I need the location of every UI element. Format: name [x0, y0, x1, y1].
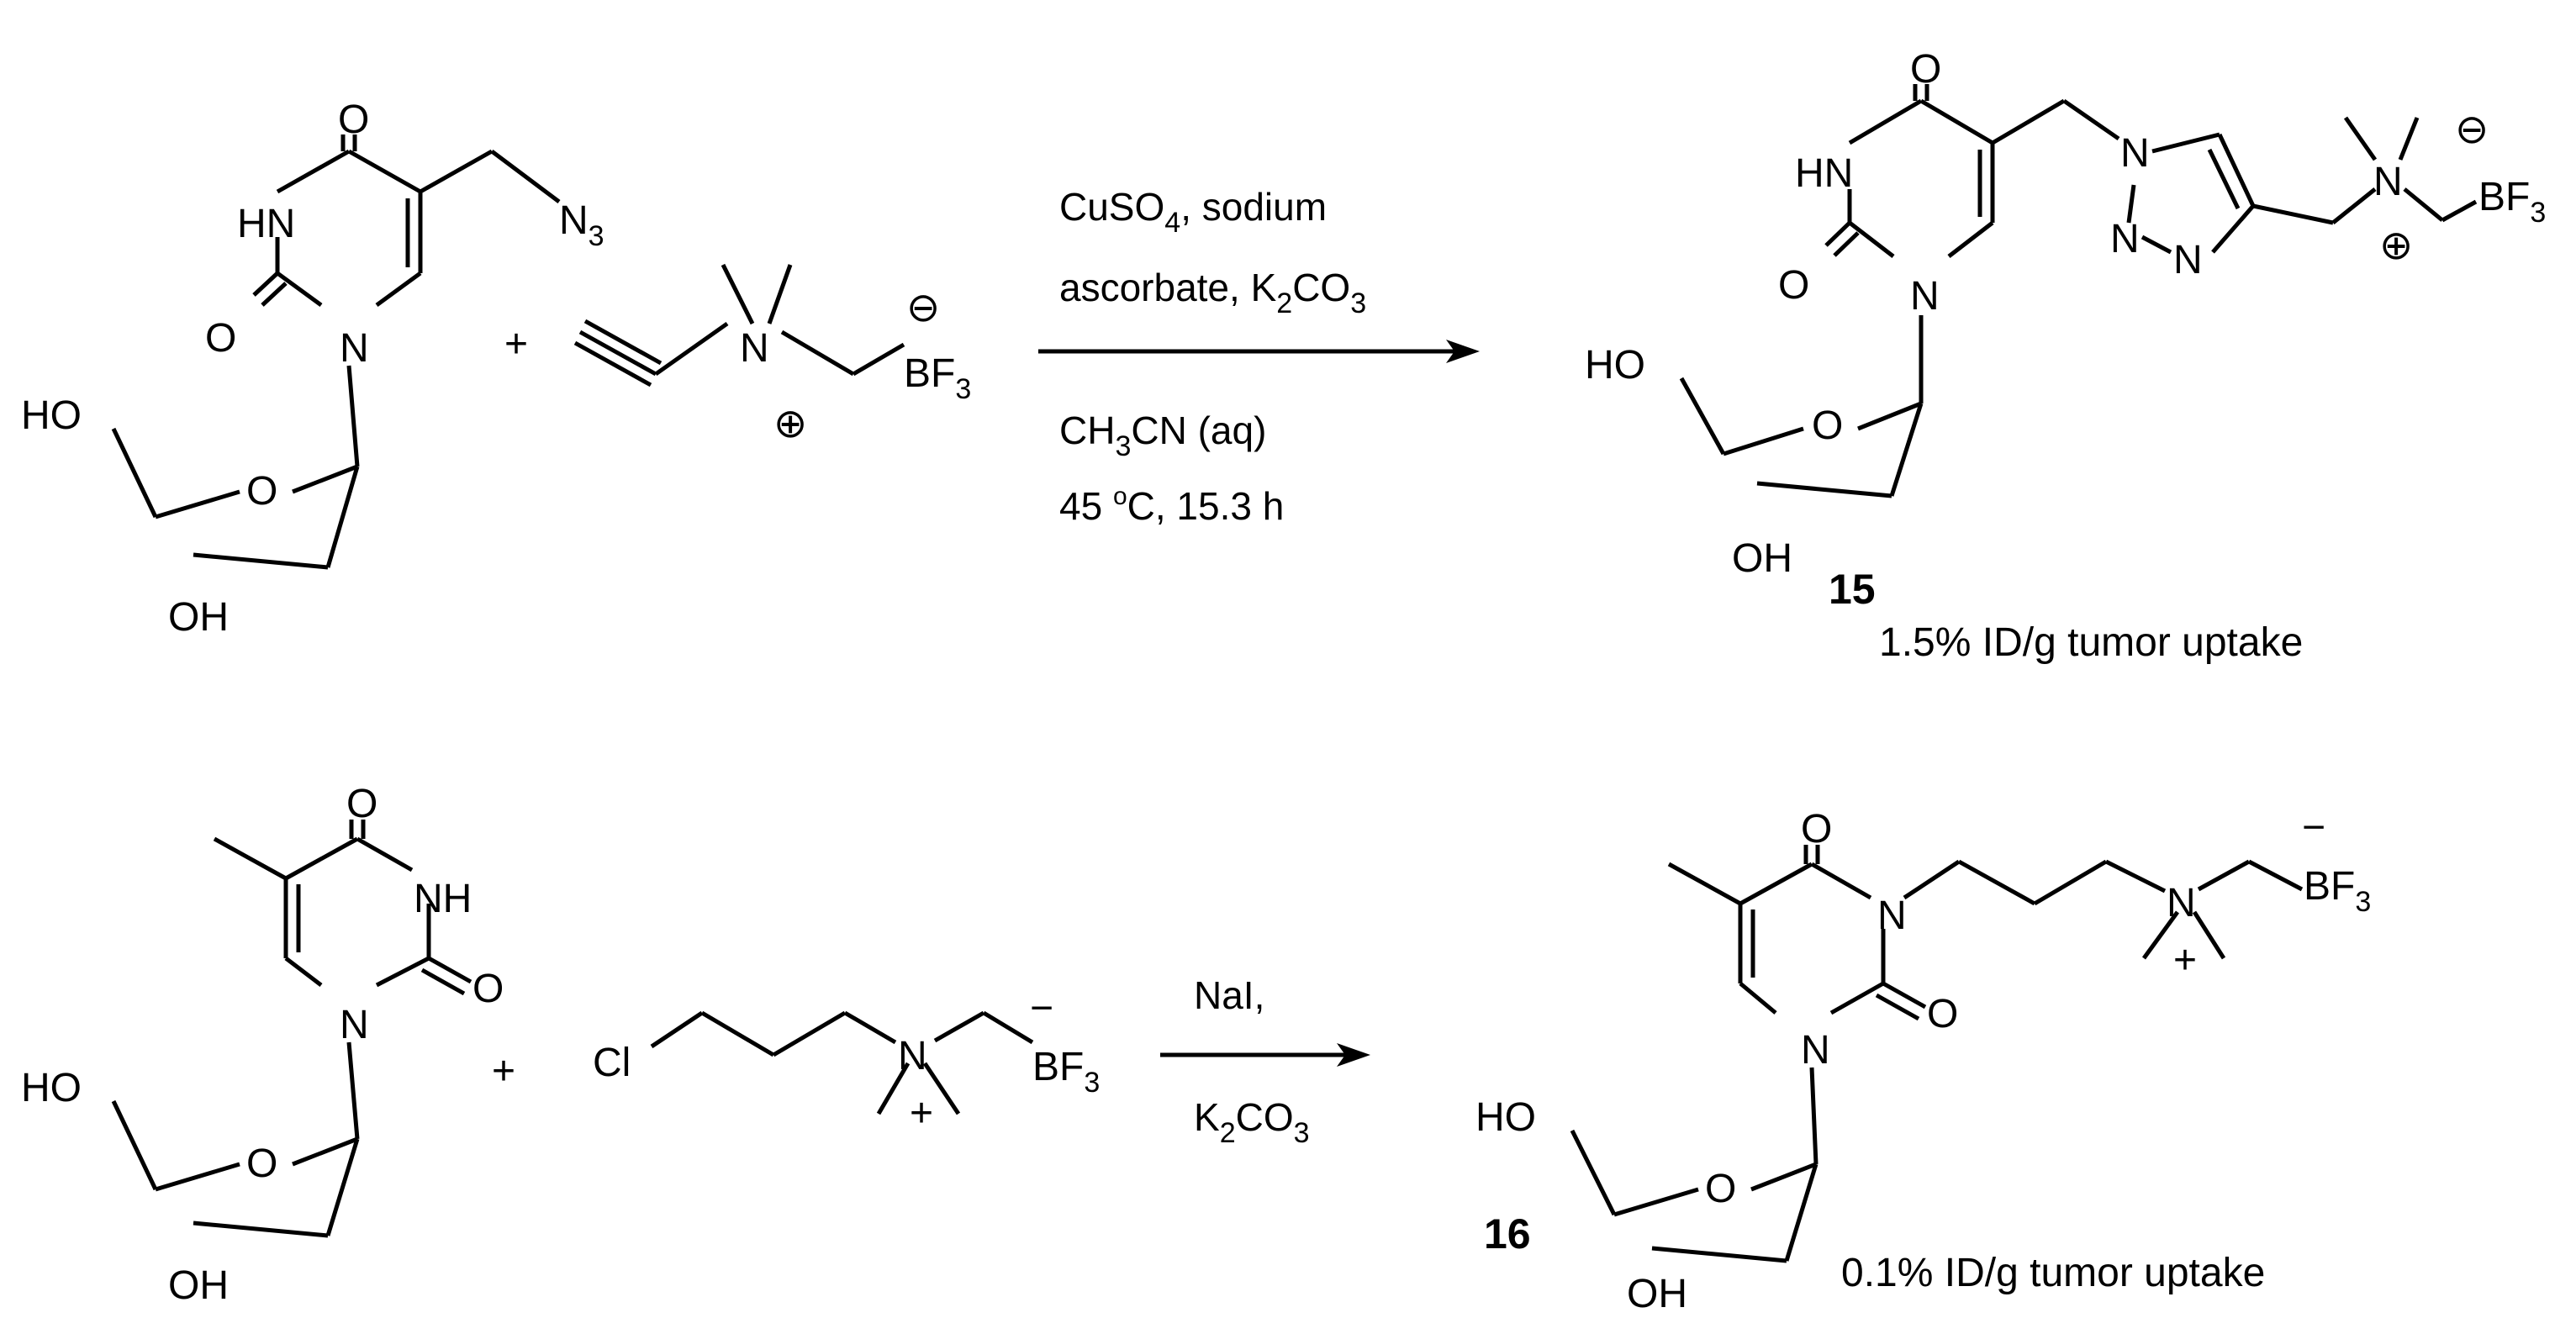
atom-oh: OH — [168, 595, 229, 640]
atom-oh: OH — [1627, 1272, 1687, 1316]
negative-charge-icon: ⊖ — [906, 286, 940, 330]
azido-nucleoside-structure — [111, 134, 561, 570]
atom-n: N — [1910, 274, 1940, 319]
plus-sign: + — [492, 1049, 515, 1094]
product-16-structure — [1570, 845, 2304, 1263]
positive-charge-icon: + — [2173, 938, 2197, 983]
positive-charge-icon: ⊕ — [2379, 224, 2413, 268]
atom-hn: HN — [237, 202, 295, 246]
atom-n: N — [340, 1003, 369, 1047]
atom-triazole-n3: N — [2173, 238, 2203, 282]
atom-n: N — [1877, 894, 1907, 938]
atom-o: O — [246, 469, 277, 514]
atom-n3: N3 — [559, 198, 604, 252]
atom-n: N — [2373, 160, 2403, 204]
atom-o: O — [1778, 263, 1809, 308]
atom-o: O — [246, 1141, 277, 1186]
condition-ascorbate: ascorbate, K2CO3 — [1059, 266, 1366, 319]
negative-charge-icon: − — [1030, 986, 1053, 1031]
atom-o: O — [1927, 992, 1958, 1036]
product-15-structure — [1679, 84, 2478, 498]
thymidine-structure — [111, 820, 472, 1238]
uptake-caption-15: 1.5% ID/g tumor uptake — [1879, 620, 2303, 665]
atom-oh: OH — [1732, 536, 1792, 581]
condition-k2co3: K2CO3 — [1194, 1095, 1310, 1149]
atom-n: N — [2167, 881, 2196, 925]
atom-hn: HN — [1795, 151, 1853, 196]
atom-o: O — [338, 98, 369, 142]
atom-o: O — [1801, 807, 1832, 851]
atom-o: O — [346, 782, 377, 826]
condition-nai: NaI, — [1194, 973, 1264, 1017]
reaction-arrow-2 — [1160, 1043, 1370, 1067]
atom-n: N — [740, 326, 769, 371]
atom-bf3: BF3 — [2304, 864, 2371, 918]
atom-oh: OH — [168, 1263, 229, 1308]
atom-bf3: BF3 — [1032, 1045, 1100, 1099]
atom-triazole-n1: N — [2120, 131, 2150, 176]
atom-n: N — [340, 326, 369, 371]
atom-ho: HO — [1475, 1095, 1536, 1140]
reaction-arrow-1 — [1038, 340, 1480, 363]
negative-charge-icon: − — [2302, 805, 2325, 850]
propargyl-ammoniomethyl-trifluoroborate-structure — [573, 263, 905, 387]
condition-temperature-time: 45 oC, 15.3 h — [1059, 482, 1284, 528]
negative-charge-icon: ⊖ — [2455, 108, 2489, 152]
atom-o: O — [472, 967, 504, 1011]
compound-label-16: 16 — [1484, 1210, 1531, 1257]
chloropropyl-ammoniomethyl-trifluoroborate-structure — [650, 1010, 1034, 1115]
atom-ho: HO — [1585, 343, 1645, 387]
atom-o: O — [1705, 1167, 1736, 1211]
atom-triazole-n2: N — [2110, 217, 2140, 261]
atom-o: O — [1812, 403, 1843, 448]
atom-n: N — [898, 1034, 927, 1078]
atom-bf3: BF3 — [904, 351, 971, 405]
atom-o: O — [205, 316, 236, 361]
compound-label-15: 15 — [1829, 566, 1876, 613]
condition-cuso4: CuSO4, sodium — [1059, 185, 1327, 239]
positive-charge-icon: + — [910, 1091, 933, 1136]
atom-ho: HO — [21, 1066, 82, 1110]
atom-nh: NH — [414, 877, 472, 921]
plus-sign: + — [504, 322, 528, 366]
atom-ho: HO — [21, 393, 82, 438]
atom-cl: Cl — [593, 1041, 631, 1085]
atom-bf3: BF3 — [2478, 175, 2546, 229]
atom-o: O — [1910, 47, 1941, 92]
condition-solvent: CH3CN (aq) — [1059, 409, 1266, 462]
positive-charge-icon: ⊕ — [773, 402, 807, 446]
atom-n: N — [1801, 1028, 1830, 1073]
uptake-caption-16: 0.1% ID/g tumor uptake — [1841, 1251, 2265, 1295]
